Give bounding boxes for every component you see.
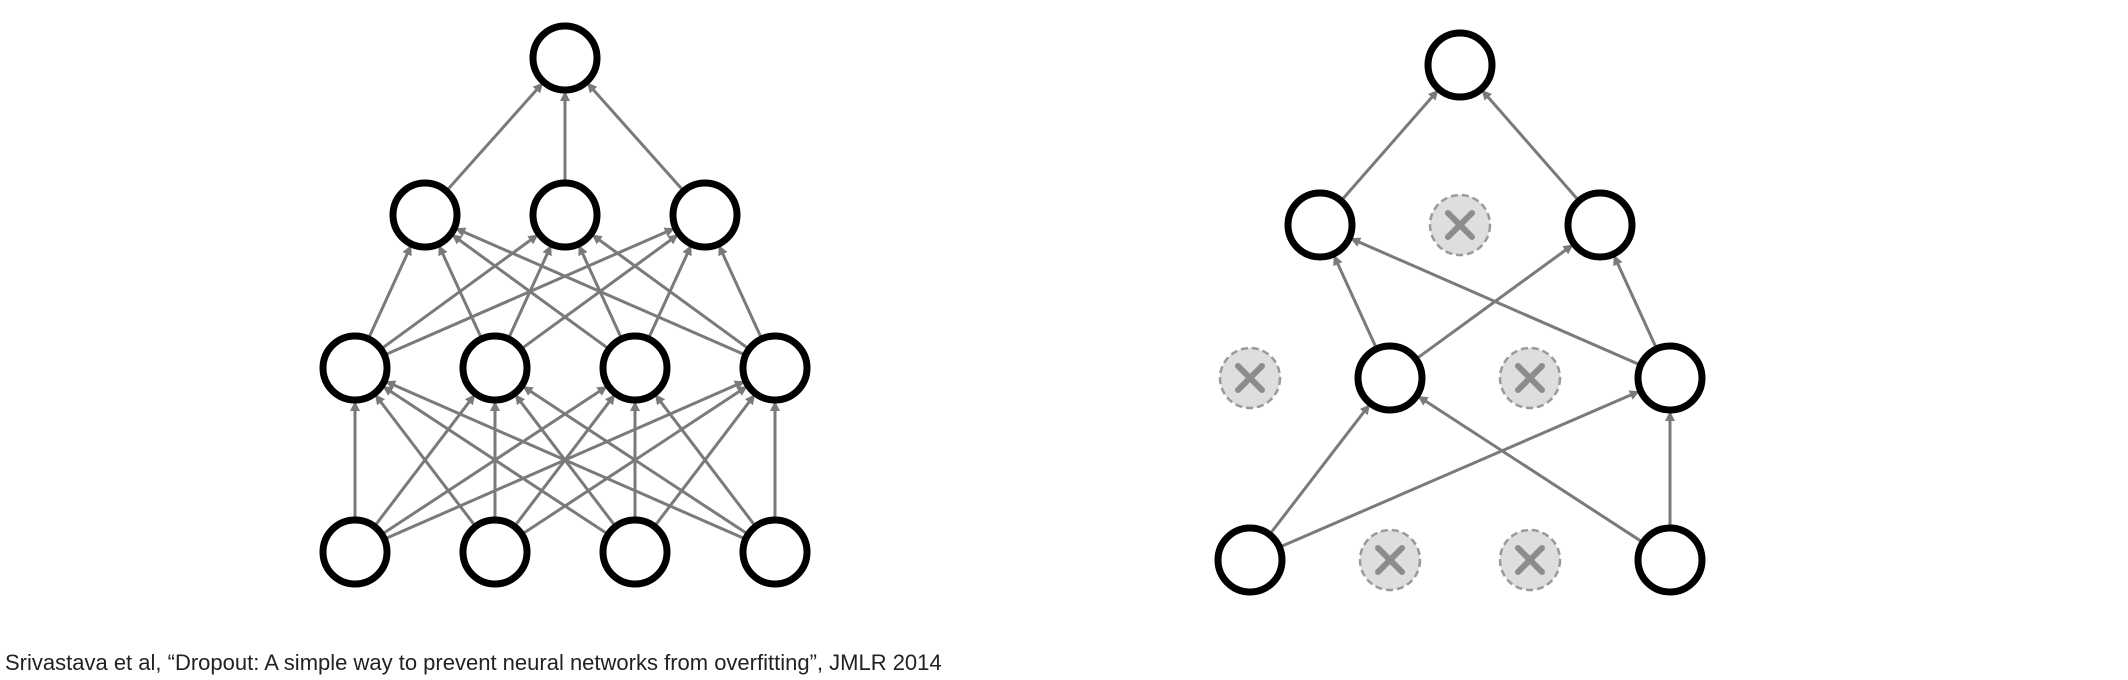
neuron [459, 516, 531, 588]
neuron [1564, 189, 1636, 261]
neuron [739, 516, 811, 588]
connection-arrow [385, 380, 747, 541]
dropped-neuron [1498, 528, 1562, 592]
thinned-network [1214, 29, 1706, 596]
connection-arrow [382, 385, 610, 536]
connection-arrow [445, 82, 544, 193]
neuron [669, 179, 741, 251]
neuron [1424, 29, 1496, 101]
connection-arrow [586, 82, 685, 193]
standard-network [319, 22, 811, 588]
connection-arrow [522, 385, 750, 536]
cross-icon [1515, 363, 1545, 393]
neuron [599, 332, 671, 404]
connection-arrow [437, 245, 484, 340]
dropout-diagram [319, 22, 1706, 596]
dropped-neuron [1358, 528, 1422, 592]
connection-arrow [654, 394, 757, 528]
neuron [459, 332, 531, 404]
neuron [529, 179, 601, 251]
cross-icon [1375, 545, 1405, 575]
cross-icon [1235, 363, 1265, 393]
neuron [1354, 342, 1426, 414]
connection-arrow [1350, 237, 1642, 367]
connection-arrow [1339, 89, 1439, 202]
citation: Srivastava et al, “Dropout: A simple way… [5, 650, 942, 675]
dropped-neuron [1428, 193, 1492, 257]
connection-arrow [1417, 395, 1644, 544]
edges [1268, 89, 1675, 549]
neuron [1284, 189, 1356, 261]
cross-icon [1445, 210, 1475, 240]
connection-arrow [1278, 390, 1640, 549]
edges [350, 82, 780, 541]
neuron [599, 516, 671, 588]
connection-arrow [374, 394, 477, 528]
connection-arrow [717, 245, 764, 340]
connection-arrow [366, 245, 413, 340]
neuron [739, 332, 811, 404]
neuron [389, 179, 461, 251]
neuron [529, 22, 601, 94]
neuron [1634, 524, 1706, 596]
neuron [1214, 524, 1286, 596]
connection-arrow [591, 233, 751, 351]
connection-arrow [451, 233, 611, 351]
connection-arrow [455, 227, 747, 357]
dropped-neuron [1498, 346, 1562, 410]
neuron [319, 332, 391, 404]
neuron [319, 516, 391, 588]
cross-icon [1515, 545, 1545, 575]
connection-arrow [1481, 89, 1581, 202]
connection-arrow [1268, 404, 1371, 536]
connection-arrow [1612, 255, 1659, 350]
dropped-neuron [1218, 346, 1282, 410]
connection-arrow [1332, 255, 1379, 350]
neuron [1634, 342, 1706, 414]
